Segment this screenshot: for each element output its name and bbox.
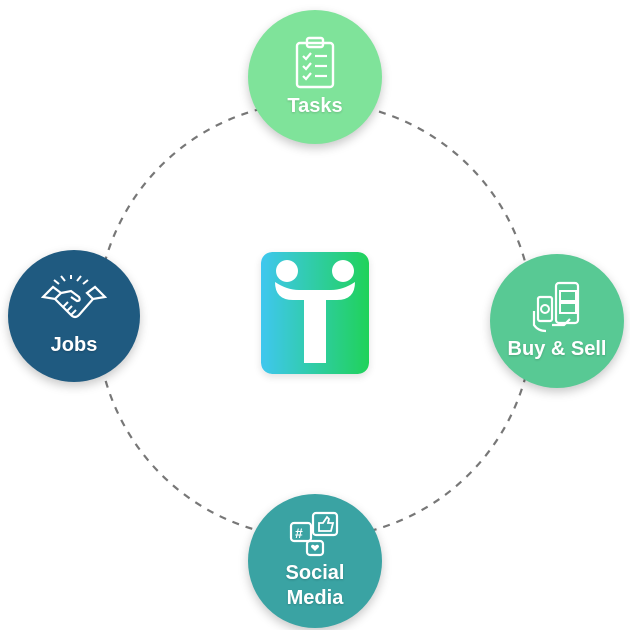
buy-sell-node[interactable]: Buy & Sell: [490, 254, 624, 388]
jobs-node[interactable]: Jobs: [8, 250, 140, 382]
svg-text:#: #: [295, 525, 303, 541]
social-media-label-line1: Social: [285, 562, 345, 584]
social-media-node[interactable]: # Social Media: [248, 494, 382, 628]
jobs-label: Jobs: [50, 334, 98, 356]
social-media-label: Social Media: [286, 561, 345, 611]
clipboard-checklist-icon: [295, 36, 335, 89]
handshake-icon: [41, 275, 107, 319]
center-logo-icon: [261, 252, 369, 374]
buy-sell-label: Buy & Sell: [507, 338, 607, 360]
tasks-node[interactable]: Tasks: [248, 10, 382, 144]
tasks-label: Tasks: [287, 95, 343, 117]
social-chat-icon: #: [289, 511, 339, 557]
cash-hand-icon: [532, 281, 580, 333]
social-media-label-line2: Media: [286, 587, 344, 609]
